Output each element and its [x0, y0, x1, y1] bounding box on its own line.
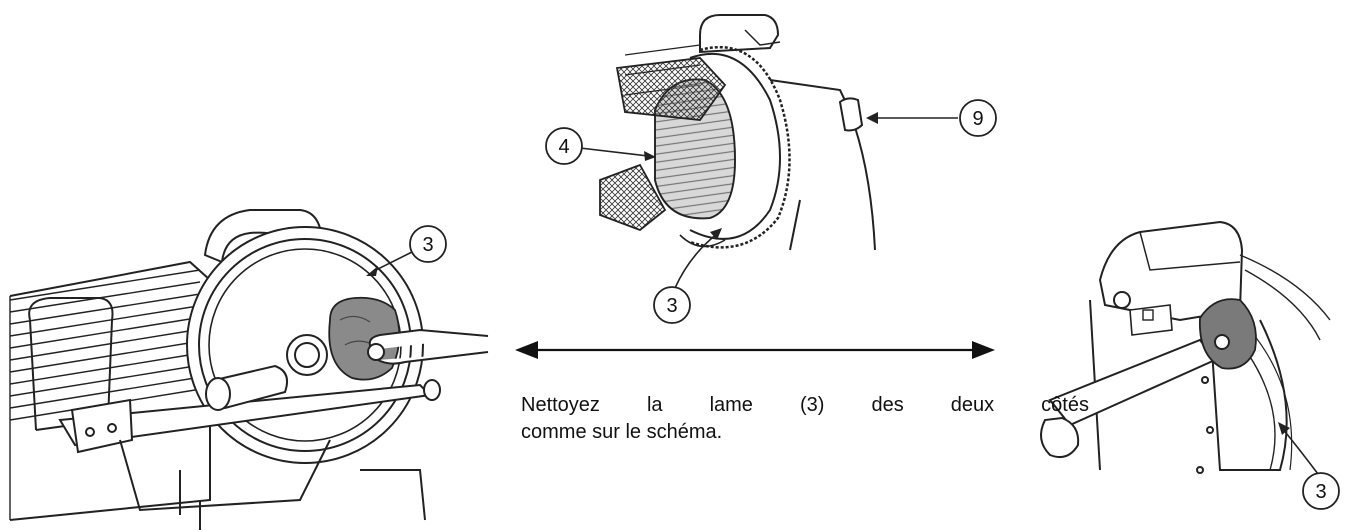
carriage-knob-right	[1040, 416, 1080, 458]
caption-word: deux	[950, 394, 995, 416]
callout-right-blade-label: 3	[1315, 481, 1326, 503]
blade-hub	[286, 334, 328, 376]
motor-housing	[769, 79, 876, 251]
callout-left-blade-label: 3	[422, 234, 433, 256]
product-carriage	[28, 297, 114, 431]
caption-line-2: comme sur le schéma.	[521, 421, 723, 443]
left-slicer-illustration	[9, 209, 489, 530]
adjustment-knob	[838, 97, 864, 132]
right-slicer-illustration	[1040, 220, 1331, 474]
callout-top-blade-label: 3	[666, 295, 677, 317]
callout-top-carriage-label: 4	[558, 136, 569, 158]
cleaning-cloth-right	[1199, 298, 1257, 370]
caption-word: des	[871, 394, 904, 416]
cleaning-cloth-top-lower	[599, 163, 667, 232]
caption-word: côtés	[1041, 394, 1089, 416]
callout-top-knob: 9	[866, 99, 997, 137]
callout-top-carriage: 4	[545, 127, 656, 165]
callout-top-knob-label: 9	[972, 108, 983, 130]
cleaning-cloth-top-upper	[615, 57, 727, 121]
instruction-caption: Nettoyez la lame (3) des deux côtés comm…	[521, 392, 1089, 446]
callout-left-blade: 3	[366, 225, 447, 276]
motor-cover	[1098, 220, 1244, 322]
blade-ring-top	[689, 52, 781, 240]
slicer-body-ribs	[9, 269, 201, 520]
top-blade-closeup	[599, 14, 876, 251]
double-arrow	[515, 341, 995, 359]
callout-top-blade: 3	[653, 228, 722, 324]
caption-word: Nettoyez	[521, 394, 600, 416]
caption-word: lame	[709, 394, 753, 416]
caption-line-1: Nettoyez la lame (3) des deux côtés	[521, 392, 1089, 419]
carriage-bracket	[70, 398, 134, 454]
caption-word: la	[646, 394, 663, 416]
slicer-base	[119, 439, 426, 530]
callout-right-blade: 3	[1278, 422, 1340, 510]
caption-word: (3)	[799, 394, 825, 416]
